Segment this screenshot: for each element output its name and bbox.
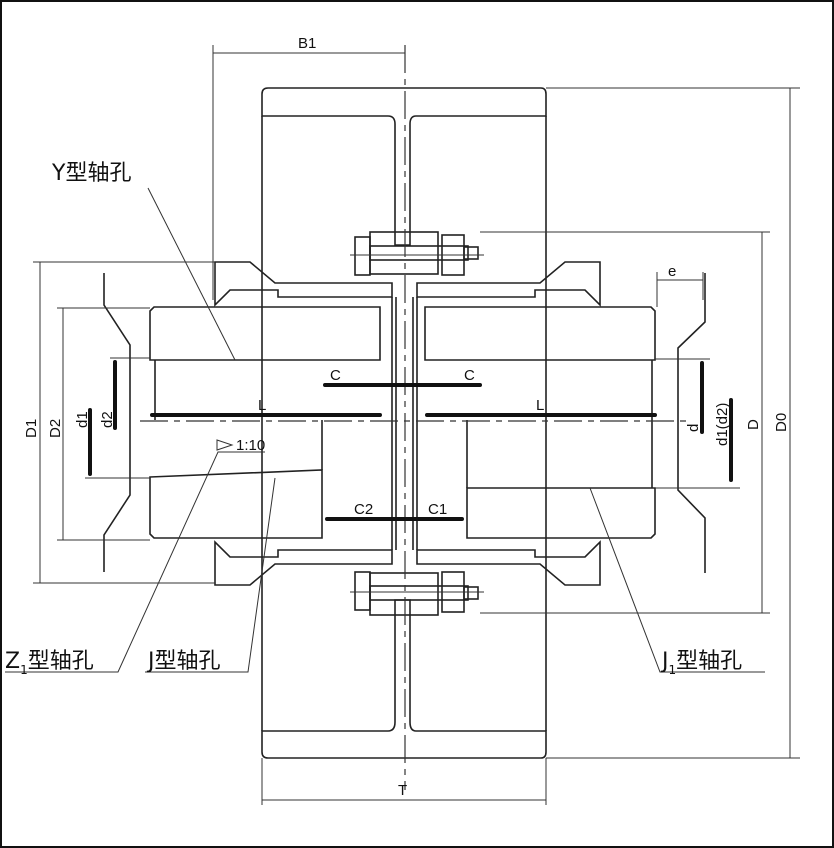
dim-B1: B1 [298,35,316,52]
dim-D1: D1 [23,419,40,438]
dim-d2-left: d2 [99,411,116,428]
dim-d-right: d [685,424,702,432]
hub-left [149,306,381,539]
dim-T: T [398,782,407,799]
dim-e: e [668,263,676,280]
taper-symbol-icon [216,439,234,451]
shaft-right-outline [677,273,706,573]
label-j1-bore: J1型轴孔 [660,649,742,677]
dim-C-right: C [464,367,475,384]
dim-D0: D0 [773,413,790,432]
label-j-bore: J型轴孔 [146,649,221,674]
dim-C1: C1 [428,501,447,518]
dimension-lines [33,45,800,805]
dim-C2: C2 [354,501,373,518]
label-y-bore: Y型轴孔 [51,161,131,186]
dim-d1-left: d1 [74,411,91,428]
dim-D: D [745,419,762,430]
dim-d1d2-right: d1(d2) [714,403,731,446]
bolt-top [350,231,484,276]
label-z1-bore: Z1型轴孔 [5,649,94,677]
dim-L-right: L [536,397,544,414]
dim-D2: D2 [47,419,64,438]
leader-lines [5,187,765,673]
brake-drum [261,87,547,759]
bolt-bottom [350,571,484,616]
shaft-left-outline [103,273,131,572]
outer-sleeve [214,261,601,586]
hub-right [424,306,656,539]
dim-L-left: L [258,397,266,414]
dim-C-left: C [330,367,341,384]
taper-ratio: 1:10 [236,437,265,454]
